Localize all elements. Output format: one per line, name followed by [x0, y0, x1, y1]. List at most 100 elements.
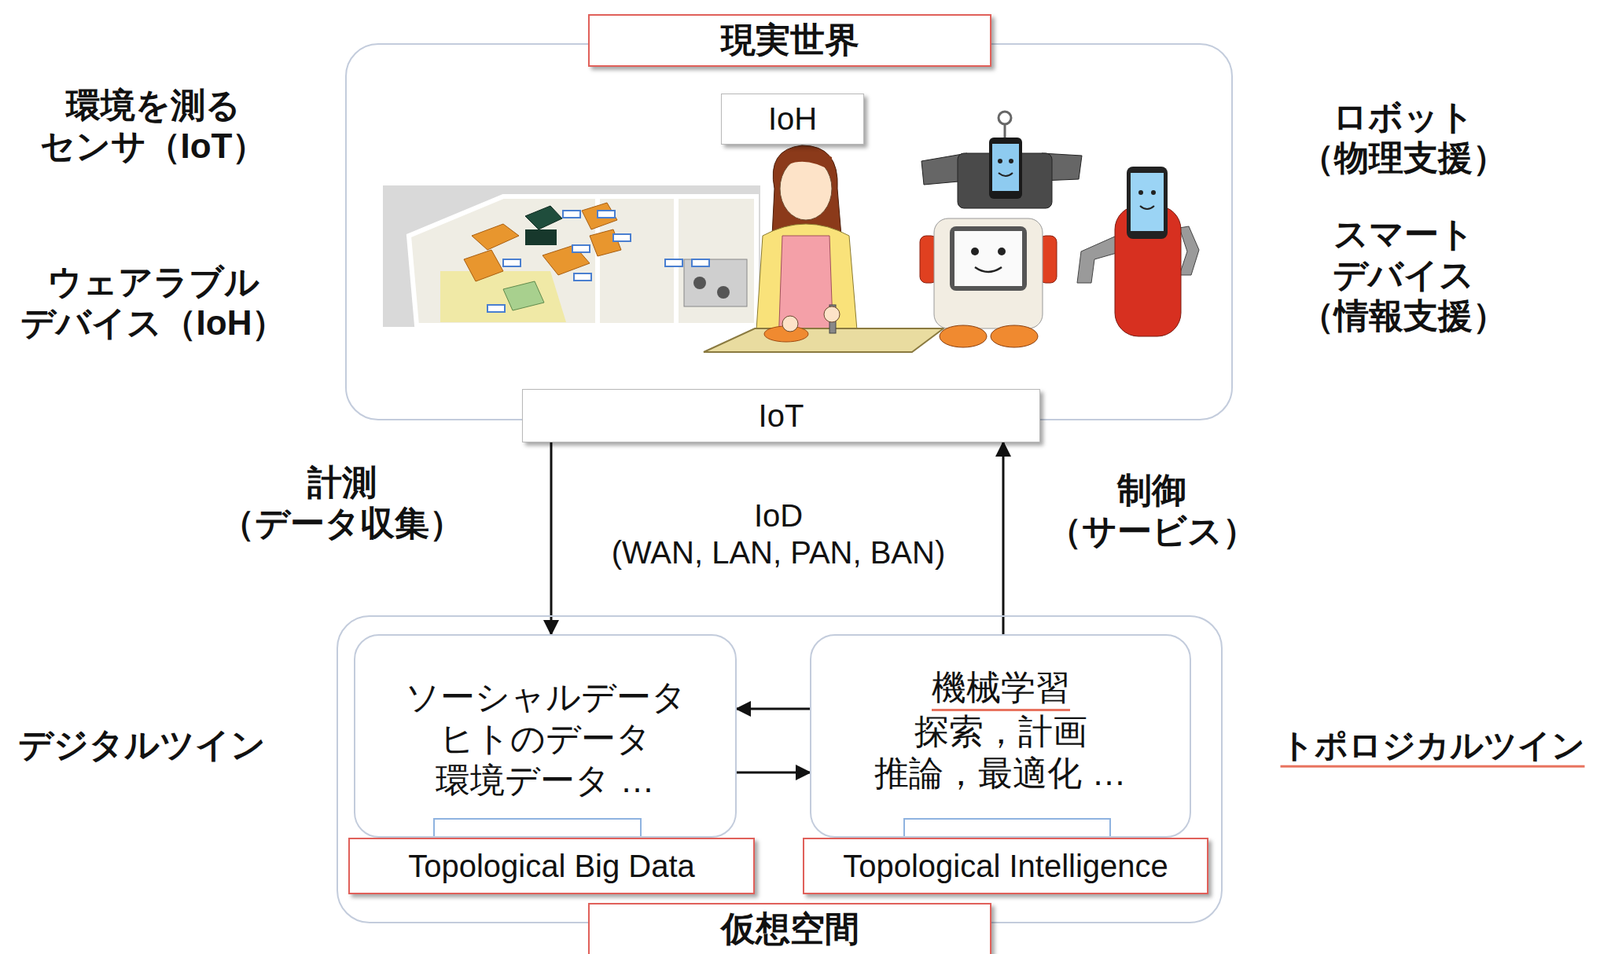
- arrow-connector: [736, 708, 810, 711]
- robot-claw: [1179, 226, 1200, 276]
- hand: [782, 316, 799, 332]
- label-box: Topological Intelligence: [802, 838, 1209, 895]
- robot-arm: [921, 153, 968, 185]
- robot-screen: [949, 226, 1027, 291]
- box-text: 探索，計画: [914, 711, 1088, 754]
- heading-text: 現実世界: [720, 17, 860, 64]
- appliance: [717, 286, 730, 299]
- robot-red: [1077, 166, 1200, 337]
- robot-body: [957, 153, 1052, 209]
- furniture: [542, 245, 590, 276]
- robot-foot: [990, 325, 1038, 348]
- furniture: [471, 224, 519, 251]
- side-label: ウェアラブル デバイス（IoH）: [20, 261, 287, 344]
- text-line: 制御: [1047, 470, 1258, 512]
- face: [779, 157, 832, 221]
- vegetable: [764, 326, 809, 343]
- robot-foot: [939, 325, 987, 348]
- box-text: ソーシャルデータ: [404, 676, 687, 719]
- text-line: ウェアラブル: [20, 261, 287, 303]
- furniture: [581, 202, 618, 230]
- label-box: Topological Big Data: [348, 838, 755, 895]
- phone-screen: [992, 143, 1019, 192]
- furniture: [503, 281, 545, 311]
- label-box: IoH: [720, 93, 865, 145]
- arrow-connector: [1002, 442, 1005, 635]
- hook: [998, 111, 1012, 125]
- text-line: （サービス）: [1047, 511, 1258, 552]
- plan-floor: [408, 196, 757, 326]
- counter: [703, 328, 944, 353]
- phone: [1126, 166, 1168, 240]
- fringe: [779, 149, 832, 172]
- appliance: [693, 276, 707, 290]
- text-line: センサ（IoT）: [40, 125, 268, 167]
- arrow-connector: [736, 772, 810, 775]
- phone-screen: [1130, 172, 1164, 232]
- text-line: （データ収集）: [220, 503, 464, 545]
- data-box: ソーシャルデータヒトのデータ環境データ …: [353, 634, 737, 839]
- label-box: IoT: [522, 389, 1041, 443]
- hair: [772, 145, 842, 236]
- box-text: Topological Intelligence: [842, 849, 1169, 885]
- robot-arm: [1041, 153, 1082, 181]
- box-text: 推論，最適化 …: [874, 753, 1126, 795]
- text-line: （物理支援）: [1299, 137, 1508, 179]
- side-label: トポロジカルツイン: [1280, 726, 1586, 769]
- region-heading: 仮想空間: [588, 903, 992, 954]
- box-text: IoT: [758, 398, 805, 435]
- shirt: [756, 224, 858, 331]
- apron: [778, 235, 834, 346]
- furniture: [525, 229, 557, 246]
- robot-body: [1114, 205, 1181, 337]
- side-label: スマート デバイス （情報支援）: [1299, 213, 1508, 337]
- plan-mat: [440, 271, 567, 323]
- robot-face: [954, 231, 1023, 287]
- robot-arm: [919, 235, 938, 284]
- plan-wall: [673, 198, 679, 324]
- side-label: ロボット （物理支援）: [1299, 96, 1508, 179]
- region-heading: 現実世界: [588, 14, 992, 67]
- side-label: デジタルツイン: [18, 724, 266, 766]
- heading-text: 仮想空間: [720, 906, 860, 953]
- network-label: IoD (WAN, LAN, PAN, BAN): [611, 497, 946, 572]
- text-line: スマート: [1299, 213, 1508, 255]
- edge-label: 計測 （データ収集）: [220, 462, 464, 545]
- robot-humanoid: [921, 111, 1082, 209]
- text-line: 環境を測る: [40, 84, 268, 126]
- text-line: (WAN, LAN, PAN, BAN): [611, 534, 946, 572]
- process-box: 機械学習探索，計画推論，最適化 …: [809, 634, 1192, 839]
- side-label: 環境を測る センサ（IoT）: [40, 84, 268, 167]
- phone: [989, 137, 1023, 199]
- text-line: （情報支援）: [1299, 295, 1508, 337]
- hook: [1004, 124, 1007, 140]
- appliance: [684, 259, 747, 307]
- region-panel: ソーシャルデータヒトのデータ環境データ … Topological Big Dat…: [336, 615, 1223, 924]
- furniture: [525, 205, 563, 230]
- region-panel: IoHIoT現実世界: [345, 43, 1233, 421]
- text-line: IoD: [611, 497, 946, 535]
- furniture: [589, 229, 622, 257]
- robot-white: [919, 218, 1057, 348]
- text-line: デバイス（IoH）: [20, 302, 287, 344]
- floor-plan: [382, 185, 761, 328]
- edge-label: 制御 （サービス）: [1047, 470, 1258, 552]
- box-text: 機械学習: [931, 667, 1071, 712]
- sensor-markers: [487, 210, 710, 313]
- box-text: Topological Big Data: [408, 849, 696, 885]
- arrow-connector: [550, 442, 553, 635]
- robot-arm: [1039, 235, 1057, 284]
- text-line: 計測: [220, 462, 464, 504]
- text-line: ロボット: [1299, 96, 1508, 138]
- knife: [829, 305, 836, 334]
- robot-body: [934, 218, 1043, 329]
- box-text: IoH: [768, 101, 817, 137]
- furniture: [463, 250, 504, 282]
- robot-claw: [1077, 235, 1117, 284]
- box-text: 環境データ …: [435, 760, 655, 802]
- plan-wall: [595, 198, 600, 324]
- box-text: ヒトのデータ: [439, 718, 652, 761]
- text-line: デバイス: [1299, 254, 1508, 296]
- person-cooking: [703, 145, 944, 353]
